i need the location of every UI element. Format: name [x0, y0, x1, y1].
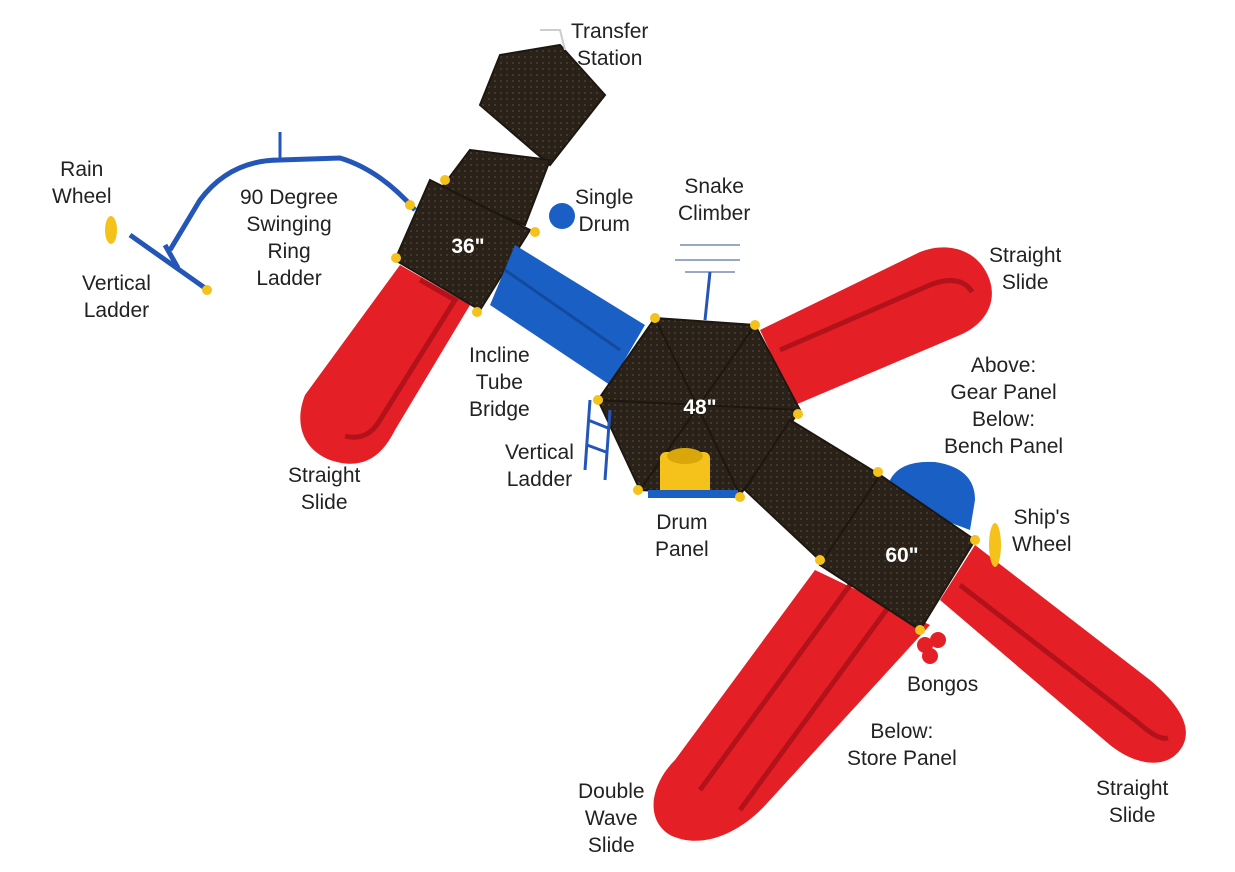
label-gear-bench-panel: Above:Gear Panel Below:Bench Panel	[944, 354, 1064, 458]
straight-slide-bottom-right	[940, 545, 1186, 763]
gear-bench-panel	[890, 461, 975, 530]
ships-wheel	[989, 523, 1001, 567]
vertical-ladder-center	[583, 399, 612, 481]
clamps	[202, 175, 980, 635]
rain-wheel	[105, 216, 117, 244]
deck-36-height: 36"	[451, 235, 484, 258]
incline-tube-bridge	[490, 245, 645, 385]
transfer-station	[438, 29, 607, 227]
double-wave-slide	[653, 570, 930, 841]
deck-60-height: 60"	[885, 544, 918, 567]
bongos	[917, 632, 946, 664]
snake-climber	[675, 244, 740, 321]
label-bongos: Bongos	[907, 673, 979, 696]
straight-slide-left	[300, 265, 470, 464]
straight-slide-top-right	[760, 247, 992, 405]
deck-48-height: 48"	[683, 396, 716, 419]
ring-ladder	[167, 132, 417, 252]
drum-panel	[648, 448, 738, 498]
vertical-ladder-left	[128, 232, 207, 291]
single-drum	[549, 203, 575, 229]
label-store-panel: Below:Store Panel	[847, 720, 957, 770]
